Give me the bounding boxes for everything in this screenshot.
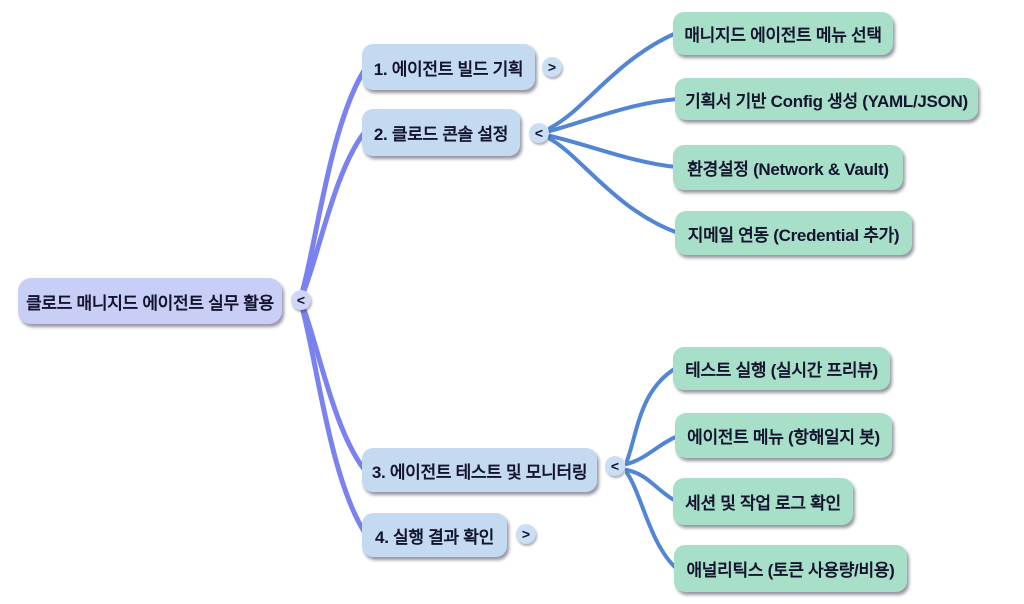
node-leaf-session-logs[interactable]: 세션 및 작업 로그 확인	[673, 478, 853, 525]
node-root[interactable]: 클로드 매니지드 에이전트 실무 활용	[18, 278, 282, 324]
node-branch-3-label: 3. 에이전트 테스트 및 모니터링	[371, 462, 588, 482]
chevron-left-icon: <	[534, 125, 544, 141]
node-leaf-gmail-link[interactable]: 지메일 연동 (Credential 추가)	[675, 211, 912, 255]
connector-b2-leaf3	[548, 134, 678, 169]
node-leaf-test-run[interactable]: 테스트 실행 (실시간 프리뷰)	[673, 347, 890, 390]
connector-b3-leaf1	[625, 366, 678, 463]
connector-b3-leaf3	[625, 468, 678, 503]
chevron-left-icon: <	[610, 458, 620, 474]
node-leaf-label: 세션 및 작업 로그 확인	[685, 494, 841, 513]
node-branch-3-toggle-button[interactable]: <	[605, 456, 625, 476]
node-branch-1-toggle-button[interactable]: >	[542, 57, 562, 77]
root-branch-links	[299, 66, 368, 536]
node-branch-1[interactable]: 1. 에이전트 빌드 기획	[362, 44, 535, 90]
node-branch-2-label: 2. 클로드 콘솔 설정	[373, 125, 509, 144]
connector-b3-leaf2	[625, 434, 680, 466]
chevron-left-icon: <	[296, 292, 306, 308]
node-leaf-label: 테스트 실행 (실시간 프리뷰)	[685, 361, 878, 380]
node-branch-2[interactable]: 2. 클로드 콘솔 설정	[362, 109, 520, 156]
node-leaf-menu-select[interactable]: 매니지드 에이전트 메뉴 선택	[673, 12, 893, 55]
node-leaf-label: 지메일 연동 (Credential 추가)	[687, 225, 900, 245]
node-leaf-label: 기획서 기반 Config 생성 (YAML/JSON)	[685, 91, 968, 111]
connector-root-branch2	[299, 130, 367, 299]
branch3-leaf-links	[625, 366, 680, 571]
node-branch-2-toggle-button[interactable]: <	[529, 123, 549, 143]
connector-b2-leaf4	[548, 137, 680, 235]
node-leaf-analytics[interactable]: 애널리틱스 (토큰 사용량/비용)	[674, 545, 907, 592]
connector-b2-leaf2	[548, 97, 680, 133]
node-leaf-agent-menu[interactable]: 에이전트 메뉴 (항해일지 봇)	[675, 413, 892, 458]
node-root-label: 클로드 매니지드 에이전트 실무 활용	[26, 293, 274, 313]
node-branch-1-label: 1. 에이전트 빌드 기획	[373, 59, 524, 79]
connector-root-branch1	[299, 66, 368, 296]
node-leaf-env-settings[interactable]: 환경설정 (Network & Vault)	[673, 145, 903, 190]
chevron-right-icon: >	[521, 526, 531, 542]
node-branch-4[interactable]: 4. 실행 결과 확인	[362, 513, 507, 557]
node-leaf-label: 애널리틱스 (토큰 사용량/비용)	[686, 561, 895, 580]
chevron-right-icon: >	[547, 59, 557, 75]
node-leaf-config-generate[interactable]: 기획서 기반 Config 생성 (YAML/JSON)	[675, 78, 978, 120]
node-branch-3[interactable]: 3. 에이전트 테스트 및 모니터링	[362, 448, 597, 492]
node-leaf-label: 매니지드 에이전트 메뉴 선택	[684, 26, 882, 45]
node-root-toggle-button[interactable]: <	[291, 290, 311, 310]
connector-b3-leaf4	[625, 471, 679, 571]
node-leaf-label: 환경설정 (Network & Vault)	[687, 160, 889, 179]
connector-root-branch4	[299, 304, 368, 536]
node-branch-4-label: 4. 실행 결과 확인	[375, 527, 494, 547]
branch2-leaf-links	[548, 31, 680, 235]
connector-b2-leaf1	[548, 31, 678, 130]
node-leaf-label: 에이전트 메뉴 (항해일지 봇)	[687, 428, 880, 447]
node-branch-4-toggle-button[interactable]: >	[516, 524, 536, 544]
